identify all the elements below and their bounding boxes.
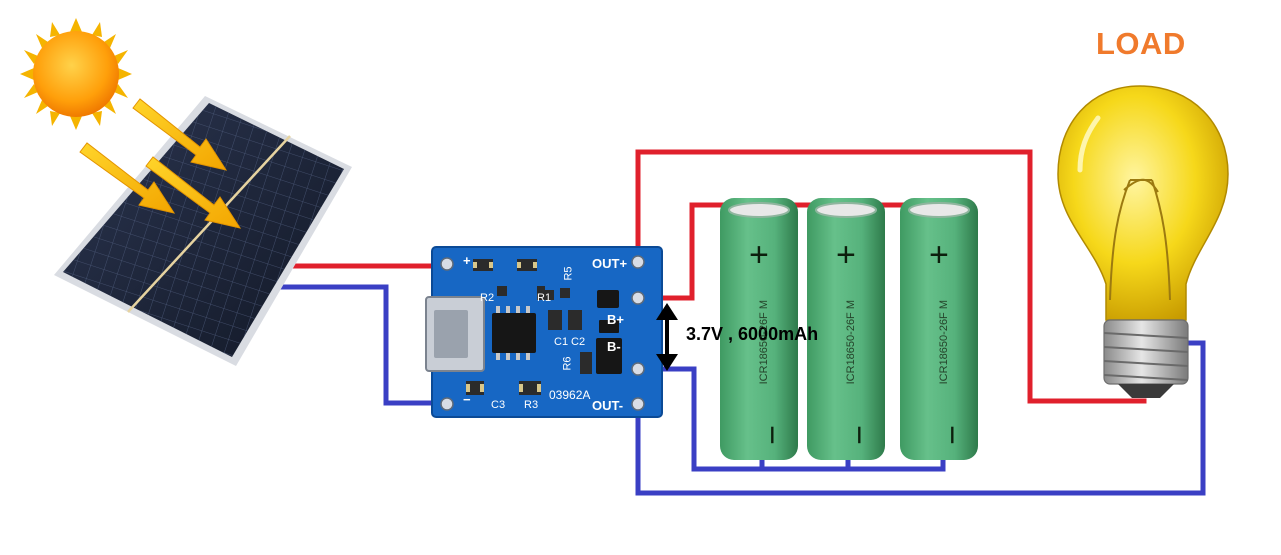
module-pin-b-minus: B-	[607, 339, 621, 354]
wire-out-positive-to-load	[635, 149, 1147, 404]
light-bulb-icon	[1057, 85, 1229, 398]
cell-3-plus-sign: +	[929, 236, 949, 274]
component-label-c3: C3	[491, 399, 506, 411]
module-pin-out-minus: OUT-	[592, 398, 624, 413]
charger-module-icon	[425, 246, 663, 418]
wire-out-negative-to-load	[635, 340, 1206, 496]
module-pin-in-plus: +	[463, 253, 471, 268]
component-label-r3: R3	[524, 399, 539, 411]
battery-cell-icon	[807, 198, 885, 460]
cell-1-print: ICR18650-26F M	[758, 300, 770, 385]
cell-2-plus-sign: +	[836, 236, 856, 274]
module-board-code: 03962A	[549, 388, 591, 402]
battery-pack	[720, 198, 978, 460]
usb-port-icon	[425, 296, 485, 372]
module-pin-b-plus: B+	[607, 312, 624, 327]
component-label-r5: R5	[562, 266, 575, 281]
cell-2-minus-sign: −	[839, 425, 878, 445]
battery-spec-label: 3.7V , 6000mAh	[686, 324, 819, 344]
wire-panel-negative	[257, 284, 449, 406]
module-pin-out-plus: OUT+	[592, 256, 628, 271]
cell-1-plus-sign: +	[749, 236, 769, 274]
component-label-c1: C1	[554, 336, 569, 348]
cell-2-print: ICR18650-26F M	[845, 300, 857, 385]
cell-3-minus-sign: −	[932, 425, 971, 445]
sun-rays	[79, 98, 242, 229]
component-label-r1: R1	[537, 292, 552, 304]
module-pin-in-minus: −	[463, 392, 471, 407]
solar-panel-icon	[54, 96, 352, 366]
cell-1-minus-sign: −	[752, 425, 791, 445]
battery-cell-icon	[900, 198, 978, 460]
sun-icon	[20, 18, 132, 130]
load-label: LOAD	[1096, 26, 1186, 61]
component-label-r6: R6	[561, 356, 574, 371]
component-label-c2: C2	[571, 336, 586, 348]
cell-3-print: ICR18650-26F M	[938, 300, 950, 385]
component-label-r2: R2	[480, 292, 495, 304]
voltage-arrow	[656, 303, 678, 371]
battery-cell-icon	[720, 198, 798, 460]
